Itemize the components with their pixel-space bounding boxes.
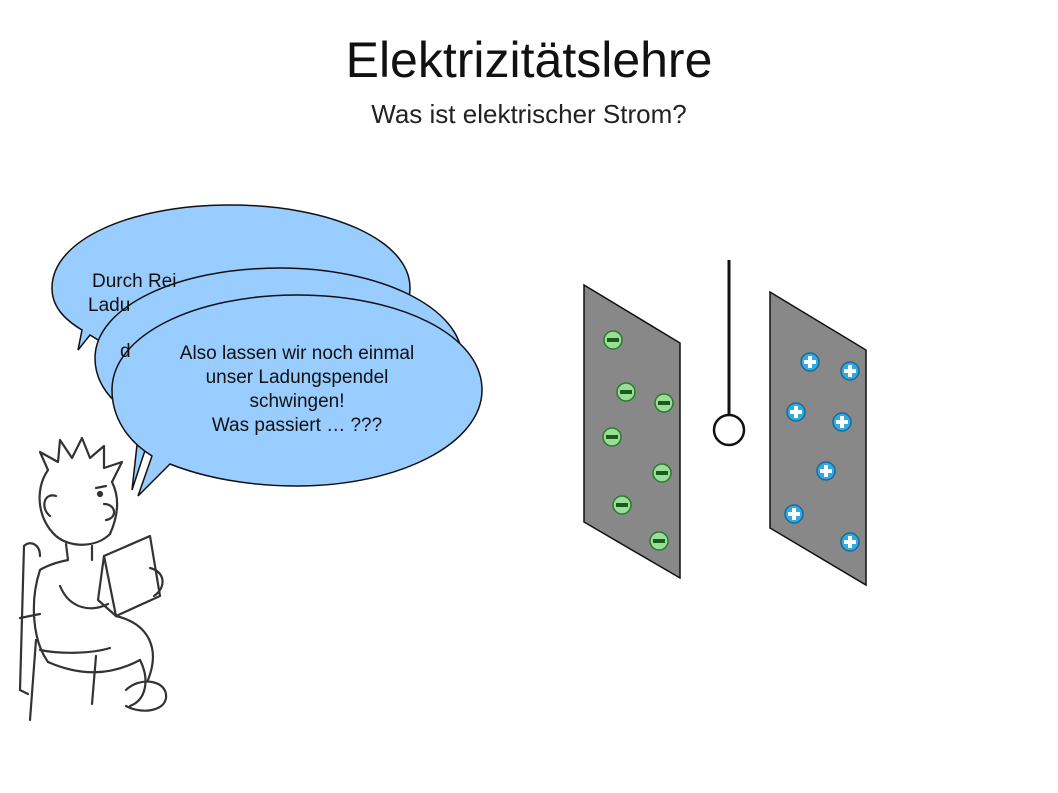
bubble-front-line-4: Was passiert … ??? bbox=[211, 415, 383, 436]
bubble-back-line-2: Ladu bbox=[88, 295, 131, 316]
bubble-front-line-2: unser Ladungspendel bbox=[205, 367, 389, 388]
page-title: Elektrizitätslehre bbox=[345, 32, 713, 88]
plus-charge-icon bbox=[816, 461, 836, 481]
bubble-back-text: Durch Rei Ladu bbox=[88, 270, 212, 318]
page-subtitle: Was ist elektrischer Strom? bbox=[371, 99, 687, 129]
speech-bubble-front bbox=[111, 294, 483, 497]
minus-charge-icon bbox=[602, 427, 622, 447]
bubble-front-text: Also lassen wir noch einmal unser Ladung… bbox=[130, 342, 464, 438]
minus-charge-icon bbox=[649, 531, 669, 551]
minus-charge-icon bbox=[603, 330, 623, 350]
reading-person-icon bbox=[18, 436, 168, 722]
plus-charge-icon bbox=[800, 352, 820, 372]
minus-charge-icon bbox=[612, 495, 632, 515]
bubble-front-line-3: schwingen! bbox=[249, 391, 345, 412]
bubble-middle-text: d bbox=[120, 340, 150, 364]
negative-plate bbox=[583, 283, 681, 580]
minus-charge-icon bbox=[654, 393, 674, 413]
pendulum-icon bbox=[712, 260, 746, 447]
minus-charge-icon bbox=[652, 463, 672, 483]
minus-charge-icon bbox=[616, 382, 636, 402]
bubble-middle-partial: d bbox=[120, 341, 131, 362]
plus-charge-icon bbox=[832, 412, 852, 432]
plus-charge-icon bbox=[786, 402, 806, 422]
bubble-front-line-1: Also lassen wir noch einmal bbox=[179, 343, 415, 364]
plus-charge-icon bbox=[784, 504, 804, 524]
bubble-back-line-1: Durch Rei bbox=[92, 271, 177, 292]
plus-charge-icon bbox=[840, 361, 860, 381]
plus-charge-icon bbox=[840, 532, 860, 552]
